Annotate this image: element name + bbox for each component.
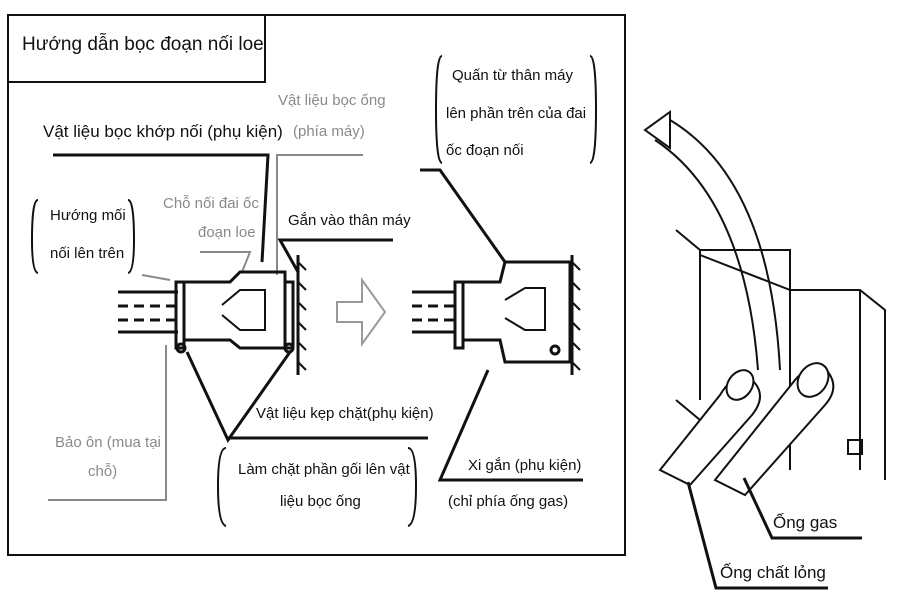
diagram-title: Hướng dẫn bọc đoạn nối loe — [22, 33, 264, 55]
right-pipe-assembly — [412, 255, 574, 375]
wrap-arrow-line-1 — [654, 139, 759, 371]
label-insulation-1: Bảo ôn (mua tại — [55, 434, 161, 451]
label-insulation-2: chỗ) — [88, 463, 117, 480]
wall-hatch-right — [571, 261, 581, 371]
leader-clamp — [185, 351, 292, 443]
label-wrap-1: Quấn từ thân máy — [452, 67, 573, 84]
wrap-arrow-line-2 — [669, 119, 781, 371]
bracket-tighten-right — [407, 447, 418, 527]
label-wrap-3: ốc đoạn nối — [446, 142, 524, 159]
leader-wrap — [420, 168, 507, 263]
bracket-tighten-left — [216, 447, 227, 527]
label-clamp: Vật liệu kẹp chặt(phụ kiện) — [256, 405, 434, 422]
wrap-arrow-head — [643, 110, 671, 150]
bracket-right — [127, 199, 136, 274]
indoor-unit-illustration — [675, 229, 886, 480]
label-gas-pipe: Ống gas — [773, 512, 837, 532]
label-attach-body: Gắn vào thân máy — [288, 212, 411, 229]
label-sealant-note: (chỉ phía ống gas) — [448, 493, 568, 510]
label-pipe-cover-1: Vật liệu bọc ống — [278, 92, 386, 109]
leader-insulation — [48, 345, 167, 501]
next-step-arrow — [336, 276, 387, 348]
leader-liquid-pipe — [686, 481, 828, 590]
leader-sealant — [437, 369, 583, 482]
left-pipe-assembly — [118, 255, 300, 375]
label-pipe-cover-2: (phía máy) — [293, 123, 365, 140]
bracket-wrap-left — [434, 55, 443, 164]
leader-joint-cover — [53, 153, 270, 263]
bracket-left — [30, 199, 39, 274]
label-joint-cover: Vật liệu bọc khớp nối (phụ kiện) — [43, 122, 283, 141]
label-flare-nut-2: đoạn loe — [198, 224, 256, 241]
label-liquid-pipe: Ống chất lỏng — [720, 562, 826, 582]
label-wrap-2: lên phần trên của đai — [446, 105, 586, 122]
leader-pipe-cover — [276, 154, 363, 275]
label-tighten-1: Làm chặt phần gối lên vật — [238, 461, 411, 478]
label-joint-dir-2: nối lên trên — [50, 245, 124, 262]
wall-hatch-left — [297, 261, 307, 371]
label-tighten-2: liệu bọc ống — [280, 493, 361, 510]
leader-gas-pipe — [742, 477, 862, 540]
leader-attach-body — [277, 238, 393, 273]
label-sealant: Xi gắn (phụ kiện) — [468, 457, 581, 474]
bracket-wrap-right — [589, 55, 598, 164]
leader-joint-dir — [141, 274, 171, 281]
label-joint-dir-1: Hướng mối — [50, 207, 126, 224]
pipes-illustration — [658, 362, 835, 497]
title-box — [7, 14, 266, 83]
outer-frame — [7, 14, 626, 556]
leader-flare-nut — [200, 251, 252, 273]
label-flare-nut-1: Chỗ nối đai ốc — [163, 195, 259, 212]
